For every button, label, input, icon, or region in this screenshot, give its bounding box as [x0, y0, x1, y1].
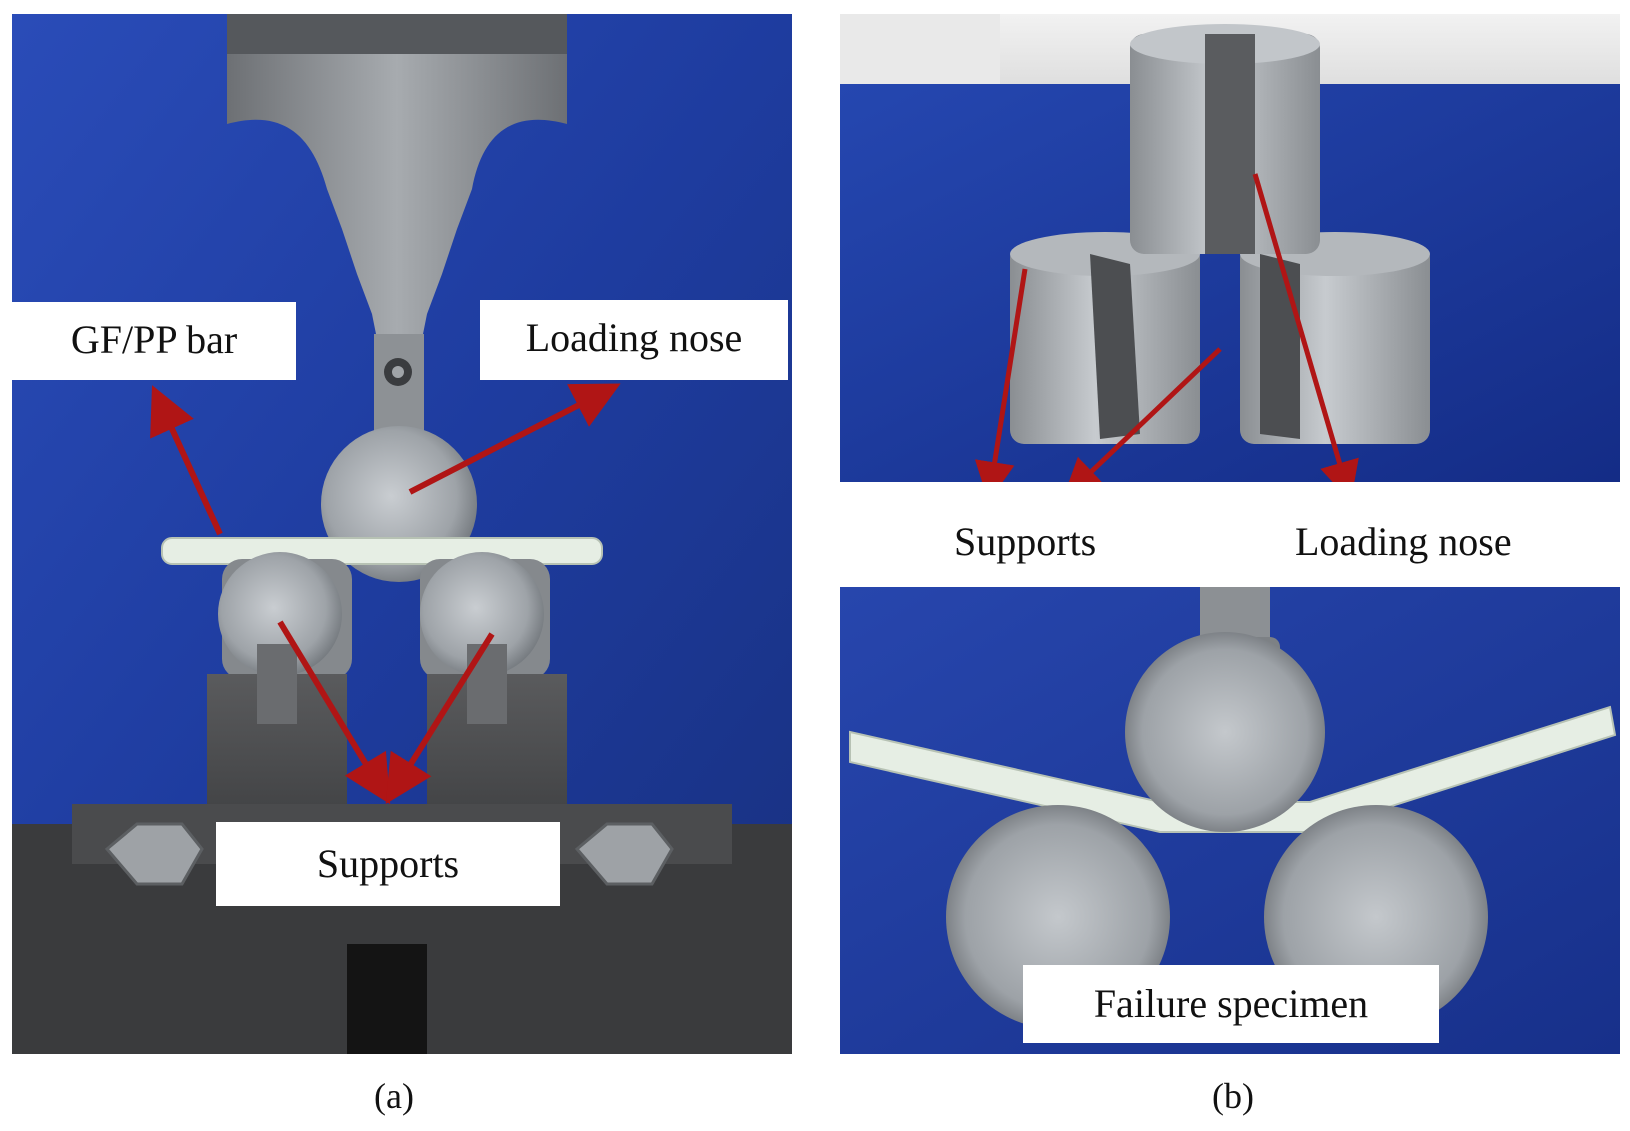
label-loading-nose-a: Loading nose — [480, 300, 788, 380]
caption-a: (a) — [374, 1076, 414, 1116]
arrow-b-right-support — [1062, 347, 1222, 482]
panel-a-photo — [12, 14, 792, 1054]
panel-b-top-photo — [840, 14, 1620, 482]
arrow-to-gfpp-label — [150, 385, 223, 536]
label-supports-a: Supports — [216, 822, 560, 906]
arrow-b-loading-nose — [1252, 173, 1359, 482]
label-loading-nose-b: Loading nose — [1295, 519, 1512, 564]
panel-b-top-illustration — [840, 14, 1620, 482]
arrow-b-left-support — [974, 268, 1028, 482]
label-failure-specimen: Failure specimen — [1023, 965, 1439, 1043]
label-supports-b: Supports — [954, 519, 1097, 564]
arrow-right-support — [385, 632, 495, 805]
arrow-left-support — [277, 620, 391, 805]
arrow-to-loading-nose-label — [408, 383, 621, 495]
panel-a-illustration — [12, 14, 792, 1054]
label-gfpp-bar: GF/PP bar — [12, 302, 296, 380]
caption-b: (b) — [1212, 1076, 1254, 1116]
